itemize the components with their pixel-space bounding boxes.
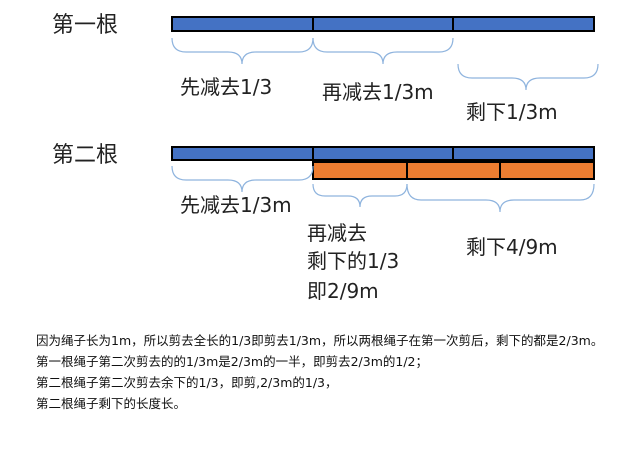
rope2-brace-cut1	[171, 165, 314, 193]
rope1-bar	[171, 16, 595, 32]
rope2-remainder-segment-2	[406, 161, 501, 180]
explanation-line-3: 第二根绳子第二次剪去余下的1/3，即剪,2/3m的1/3，	[36, 375, 338, 390]
rope2-segment-3	[452, 146, 595, 161]
rope1-label-cut2: 再减去1/3m	[322, 80, 434, 104]
rope2-segment-1	[171, 146, 314, 161]
explanation-line-1: 因为绳子长为1m，所以剪去全长的1/3即剪去1/3m，所以两根绳子在第一次剪后，…	[36, 333, 604, 348]
rope2-remainder-bar	[312, 161, 595, 180]
rope1-brace-cut2	[312, 37, 454, 65]
rope1-segment-2	[312, 16, 454, 32]
explanation-line-2: 第一根绳子第二次剪去的的1/3m是2/3m的一半，即剪去2/3m的1/2；	[36, 354, 428, 369]
rope1-segment-3	[452, 16, 595, 32]
rope2-title: 第二根	[52, 143, 118, 168]
rope2-label-cut1: 先减去1/3m	[180, 193, 292, 217]
rope2-label-cut2-line3: 即2/9m	[307, 279, 379, 303]
rope1-label-cut1: 先减去1/3	[180, 75, 272, 99]
rope1-segment-1	[171, 16, 314, 32]
explanation-text: 因为绳子长为1m，所以剪去全长的1/3即剪去1/3m，所以两根绳子在第一次剪后，…	[36, 330, 626, 414]
rope2-brace-remain	[406, 183, 595, 213]
rope2-label-cut2-line2: 剩下的1/3	[307, 249, 399, 273]
rope2-bar	[171, 146, 595, 161]
rope1-title: 第一根	[52, 13, 118, 38]
rope2-remainder-segment-1	[312, 161, 408, 180]
rope2-brace-cut2	[312, 183, 408, 208]
rope1-label-remain: 剩下1/3m	[466, 100, 558, 124]
rope1-brace-remain	[457, 63, 599, 91]
explanation-line-4: 第二根绳子剩下的长度长。	[36, 396, 187, 411]
rope2-label-remain: 剩下4/9m	[466, 235, 558, 259]
rope-diagram: 第一根 先减去1/3 再减去1/3m 剩下1/3m 第二根 先减去1/3m 再减…	[52, 13, 599, 303]
rope2-segment-2	[312, 146, 454, 161]
rope1-brace-cut1	[171, 37, 314, 65]
rope2-remainder-segment-3	[499, 161, 595, 180]
rope2-label-cut2-line1: 再减去	[307, 221, 367, 245]
